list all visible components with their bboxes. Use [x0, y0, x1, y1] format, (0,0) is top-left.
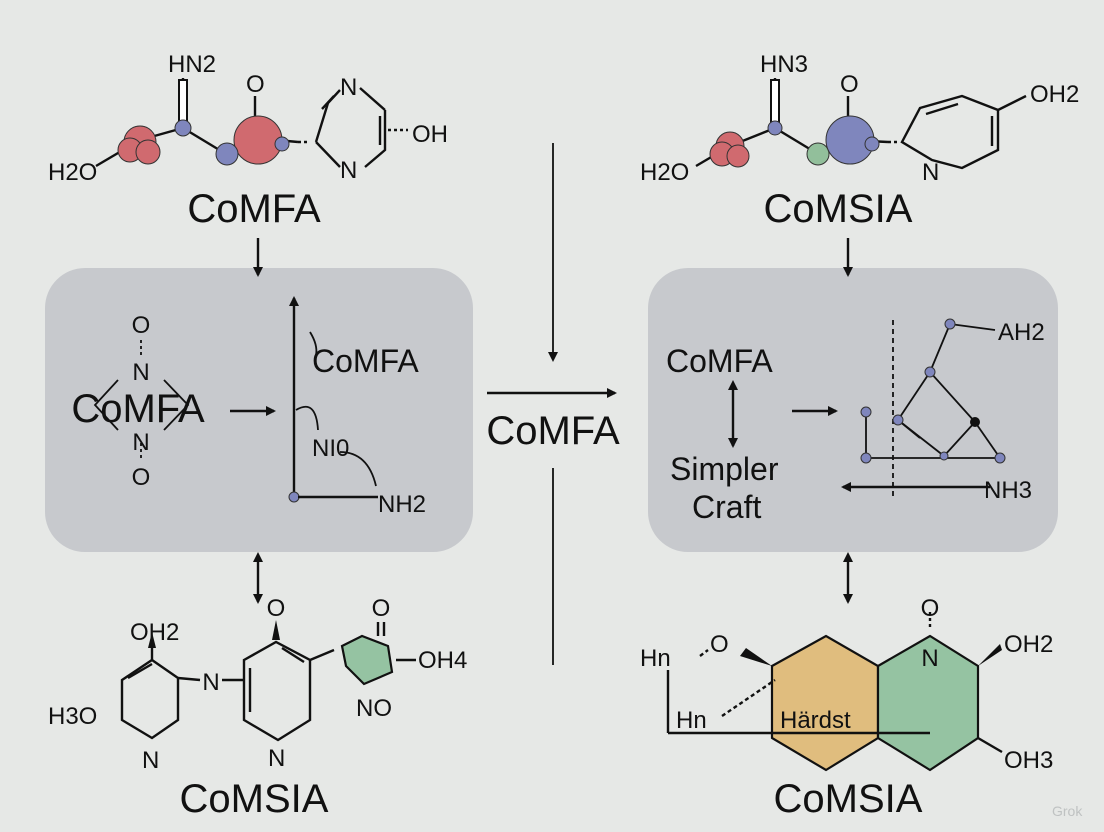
br-oh3: OH3: [1004, 747, 1053, 774]
bottom-right-molecule: [666, 612, 1003, 772]
lp-bottom-o: O: [132, 464, 151, 491]
rp-nh3: NH3: [984, 477, 1032, 504]
bl-oh2: OH2: [130, 619, 179, 646]
top-right-molecule: [695, 78, 1027, 170]
bl-no: NO: [356, 695, 392, 722]
rp-network: [841, 318, 1006, 500]
lp-plot-nh2: NH2: [378, 491, 426, 518]
tl-o: O: [246, 71, 265, 98]
watermark-text: Grok: [1052, 803, 1083, 819]
tr-o: O: [840, 71, 859, 98]
tr-oh2: OH2: [1030, 81, 1079, 108]
lp-top-o: O: [132, 312, 151, 339]
tr-nh3: HN3: [760, 51, 808, 78]
br-hn1: Hn: [640, 645, 671, 672]
bl-n-ring: N: [142, 747, 159, 774]
center-arrow-label: CoMFA: [486, 409, 620, 453]
lp-plot-axes: [288, 296, 377, 503]
bl-o-top: O: [267, 595, 286, 622]
rp-line1: Simpler: [670, 451, 779, 487]
bottom-left-title: CoMSIA: [180, 777, 329, 821]
tl-n2: N: [340, 157, 357, 184]
bl-n-pyr: N: [268, 745, 285, 772]
br-n-oxide: N: [921, 645, 938, 672]
lp-top-n: N: [132, 359, 149, 386]
bl-n-link: N: [202, 669, 219, 696]
bl-o-ket: O: [372, 595, 391, 622]
bottom-left-molecule: [120, 620, 416, 742]
br-hn2: Hn: [676, 707, 707, 734]
tr-n: N: [922, 159, 939, 186]
tl-n1: N: [340, 74, 357, 101]
tl-h2o: H2O: [48, 159, 97, 186]
br-label: Härdst: [780, 707, 851, 734]
top-right-title: CoMSIA: [764, 187, 913, 231]
lp-bottom-n: N: [132, 429, 149, 456]
top-left-title: CoMFA: [187, 187, 321, 231]
tl-nh2: HN2: [168, 51, 216, 78]
br-o: O: [710, 631, 729, 658]
bl-oh4: OH4: [418, 647, 467, 674]
bottom-right-title: CoMSIA: [774, 777, 923, 821]
lp-plot-n: NI0: [312, 435, 349, 462]
lp-main-label: CoMFA: [71, 387, 205, 431]
br-oh2: OH2: [1004, 631, 1053, 658]
br-o-top: O: [921, 595, 940, 622]
tr-h2o: H2O: [640, 159, 689, 186]
rp-ah2: AH2: [998, 319, 1045, 346]
bl-h3o: H3O: [48, 703, 97, 730]
top-left-molecule: [95, 78, 408, 168]
tl-oh: OH: [412, 121, 448, 148]
rp-label: CoMFA: [666, 343, 773, 379]
right-panel: [648, 268, 1058, 552]
lp-plot-label: CoMFA: [312, 343, 419, 379]
left-panel-diamond: [93, 340, 190, 458]
rp-line2: Craft: [692, 489, 761, 525]
